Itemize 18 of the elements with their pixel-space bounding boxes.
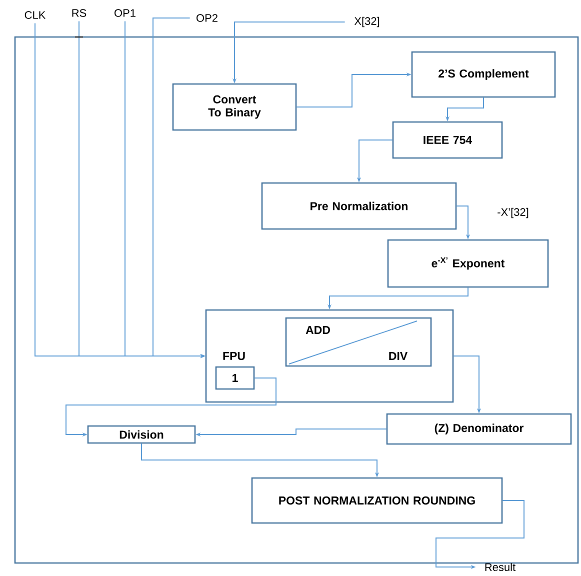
block-box: ADD DIV <box>285 317 432 367</box>
signal-label: RS <box>72 9 86 17</box>
signal-label: X[32] <box>354 16 380 28</box>
signal-label: CLK <box>24 11 46 19</box>
block-box: (Z) Denominator <box>386 413 572 445</box>
signal-label: Result <box>485 562 516 572</box>
block-box: POST NORMALIZATION ROUNDING <box>251 477 503 524</box>
block-box: Convert To Binary <box>172 83 297 131</box>
block-box: Pre Normalization <box>261 182 457 230</box>
block-box: 1 <box>215 366 255 390</box>
frame-box <box>14 36 579 564</box>
block-box: e$^{-X’}$ Exponent <box>387 239 549 288</box>
signal-label: -X’[32] <box>498 208 528 218</box>
block-box: Division <box>87 425 196 444</box>
signal-label: OP2 <box>196 14 218 22</box>
block-box: 2’S Complement <box>411 51 556 98</box>
signal-label: OP1 <box>114 9 136 17</box>
block-box: IEEE 754 <box>392 121 503 159</box>
